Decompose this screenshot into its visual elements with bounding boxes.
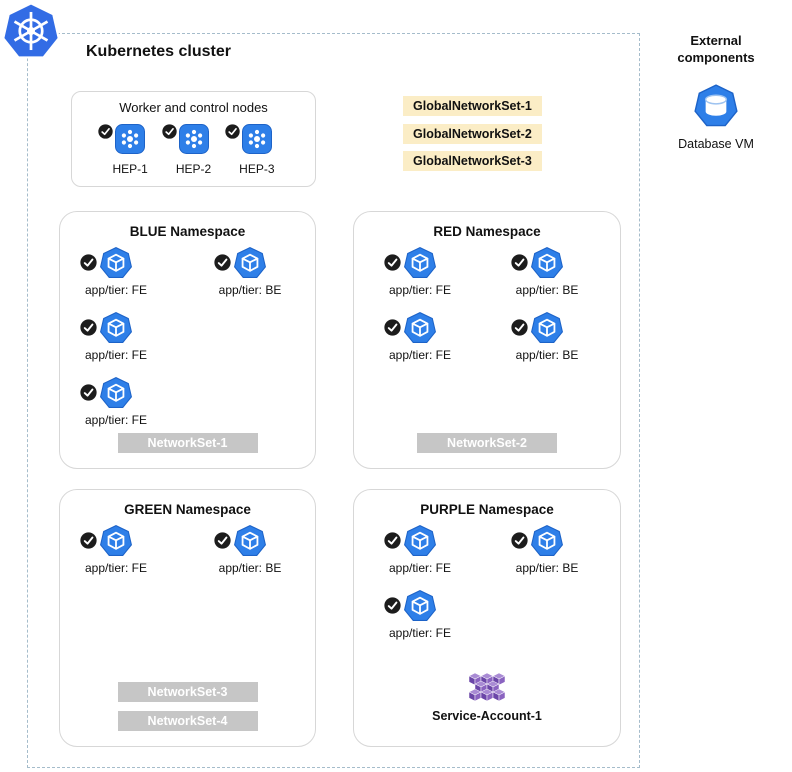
check-icon (384, 532, 401, 549)
nodes-row: HEP-1 HEP-2 HEP-3 (72, 123, 315, 176)
pod: app/tier: FE (372, 311, 468, 362)
pod: app/tier: BE (499, 246, 595, 297)
namespace-purple: PURPLE Namespace app/tier: FE app/tier: … (353, 489, 621, 747)
node-icon (114, 123, 146, 155)
nodes-box-title: Worker and control nodes (119, 100, 268, 115)
networkset-3-badge: NetworkSet-3 (117, 682, 258, 702)
namespace-title: GREEN Namespace (124, 502, 251, 517)
check-icon (98, 124, 113, 139)
pod-label: app/tier: FE (84, 283, 148, 297)
namespace-blue: BLUE Namespace app/tier: FE app/tier: BE (59, 211, 316, 469)
database-vm-icon (693, 83, 739, 129)
check-icon (511, 319, 528, 336)
cluster-title: Kubernetes cluster (86, 43, 231, 60)
check-icon (162, 124, 177, 139)
networkset-2-badge: NetworkSet-2 (417, 433, 557, 453)
check-icon (214, 254, 231, 271)
pod: app/tier: BE (202, 246, 298, 297)
check-icon (80, 532, 97, 549)
check-icon (384, 597, 401, 614)
pod-label: app/tier: BE (515, 283, 579, 297)
pod-icon (233, 524, 267, 558)
pod: app/tier: FE (372, 589, 468, 640)
pod-icon (403, 524, 437, 558)
pod-icon (233, 246, 267, 280)
check-icon (384, 254, 401, 271)
pod-label: app/tier: FE (388, 561, 452, 575)
service-account-icon (468, 672, 506, 704)
pod-label: app/tier: FE (84, 413, 148, 427)
pod: app/tier: FE (68, 311, 164, 362)
check-icon (80, 254, 97, 271)
service-account: Service-Account-1 (354, 672, 620, 723)
pod: app/tier: FE (68, 246, 164, 297)
check-icon (511, 532, 528, 549)
pod-label: app/tier: BE (515, 348, 579, 362)
pod-icon (530, 246, 564, 280)
check-icon (214, 532, 231, 549)
node-icon (178, 123, 210, 155)
external-components-panel: External components Database VM (656, 33, 776, 151)
global-networkset-3-badge: GlobalNetworkSet-3 (403, 151, 542, 171)
pod-icon (530, 311, 564, 345)
pod-icon (99, 311, 133, 345)
namespace-green: GREEN Namespace app/tier: FE app/tier: B… (59, 489, 316, 747)
check-icon (80, 319, 97, 336)
check-icon (384, 319, 401, 336)
namespace-title: PURPLE Namespace (420, 502, 554, 517)
check-icon (511, 254, 528, 271)
check-icon (80, 384, 97, 401)
kubernetes-cluster-box: Kubernetes cluster Worker and control no… (27, 33, 640, 768)
pod-icon (403, 246, 437, 280)
external-components-title: External components (677, 33, 755, 65)
worker-control-nodes-box: Worker and control nodes HEP-1 HEP-2 (71, 91, 316, 187)
pod-icon (403, 589, 437, 623)
networkset-4-badge: NetworkSet-4 (117, 711, 258, 731)
pod-icon (99, 524, 133, 558)
pod-label: app/tier: FE (388, 283, 452, 297)
pod-label: app/tier: FE (388, 626, 452, 640)
node-hep-3: HEP-3 (239, 123, 275, 176)
node-hep-1: HEP-1 (112, 123, 148, 176)
namespace-title: RED Namespace (433, 224, 541, 239)
pod-label: app/tier: FE (388, 348, 452, 362)
networkset-1-badge: NetworkSet-1 (117, 433, 258, 453)
global-networkset-1-badge: GlobalNetworkSet-1 (403, 96, 542, 116)
pod-icon (530, 524, 564, 558)
pod: app/tier: FE (372, 246, 468, 297)
namespace-title: BLUE Namespace (129, 224, 246, 239)
pod-icon (403, 311, 437, 345)
check-icon (225, 124, 240, 139)
namespace-red: RED Namespace app/tier: FE app/tier: BE (353, 211, 621, 469)
service-account-label: Service-Account-1 (432, 709, 542, 723)
pod-label: app/tier: BE (218, 561, 282, 575)
database-vm-label: Database VM (678, 136, 754, 151)
kubernetes-logo-icon (2, 2, 60, 60)
node-icon (241, 123, 273, 155)
pod: app/tier: BE (499, 311, 595, 362)
pod: app/tier: FE (372, 524, 468, 575)
pod-label: app/tier: BE (515, 561, 579, 575)
node-hep-2: HEP-2 (176, 123, 211, 176)
pod-label: app/tier: BE (218, 283, 282, 297)
pod-icon (99, 246, 133, 280)
pod: app/tier: BE (202, 524, 298, 575)
global-networkset-2-badge: GlobalNetworkSet-2 (403, 124, 542, 144)
pod: app/tier: FE (68, 524, 164, 575)
pod: app/tier: FE (68, 376, 164, 427)
node-label: HEP-1 (112, 162, 148, 176)
pod-label: app/tier: FE (84, 561, 148, 575)
pod-label: app/tier: FE (84, 348, 148, 362)
node-label: HEP-2 (175, 162, 212, 176)
pod: app/tier: BE (499, 524, 595, 575)
node-label: HEP-3 (239, 162, 275, 176)
pod-icon (99, 376, 133, 410)
